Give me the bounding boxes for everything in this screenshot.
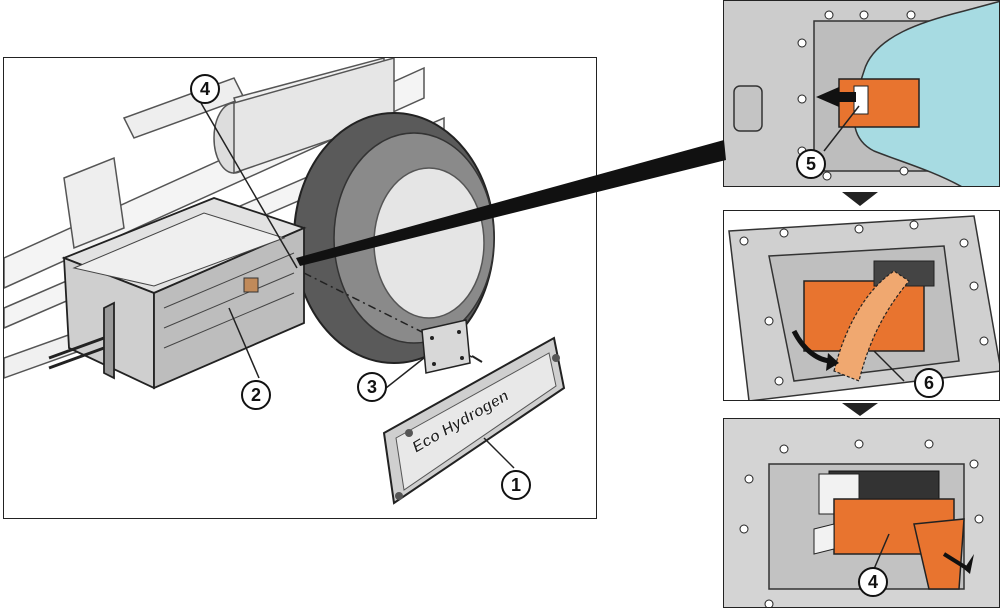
callout-4-main: 4: [190, 74, 220, 104]
name-plate: Eco Hydrogen: [382, 336, 566, 505]
detail-step-1-illustration: [724, 1, 999, 186]
assembly-path: [303, 272, 475, 359]
vehicle-illustration: Eco Hydrogen: [4, 58, 566, 505]
callout-4-detail: 4: [858, 567, 888, 597]
callout-3-main: 3: [357, 372, 387, 402]
lever-ghost: [833, 270, 910, 382]
callout-1-main: 1: [501, 470, 531, 500]
callout-5: 5: [796, 149, 826, 179]
arrow-down-icon: [842, 192, 878, 206]
main-illustration-panel: Eco Hydrogen 4 2 3 1: [3, 57, 597, 519]
arrow-down-icon: [842, 403, 878, 416]
connector: [838, 78, 920, 128]
callout-6: 6: [914, 368, 944, 398]
detail-panel-step-3: 4: [723, 418, 1000, 608]
detail-step-3-illustration: [724, 419, 999, 607]
detail-panel-step-2: 6: [723, 210, 1000, 401]
fuel-tank-cylinder: [213, 58, 395, 175]
cover-plate: [421, 319, 483, 374]
arrow-left-icon: [816, 87, 839, 107]
detail-step-2-illustration: [728, 215, 999, 400]
detail-panel-step-1: 5: [723, 0, 1000, 187]
main-leader-lines: [200, 102, 515, 469]
callout-2-main: 2: [241, 380, 271, 410]
